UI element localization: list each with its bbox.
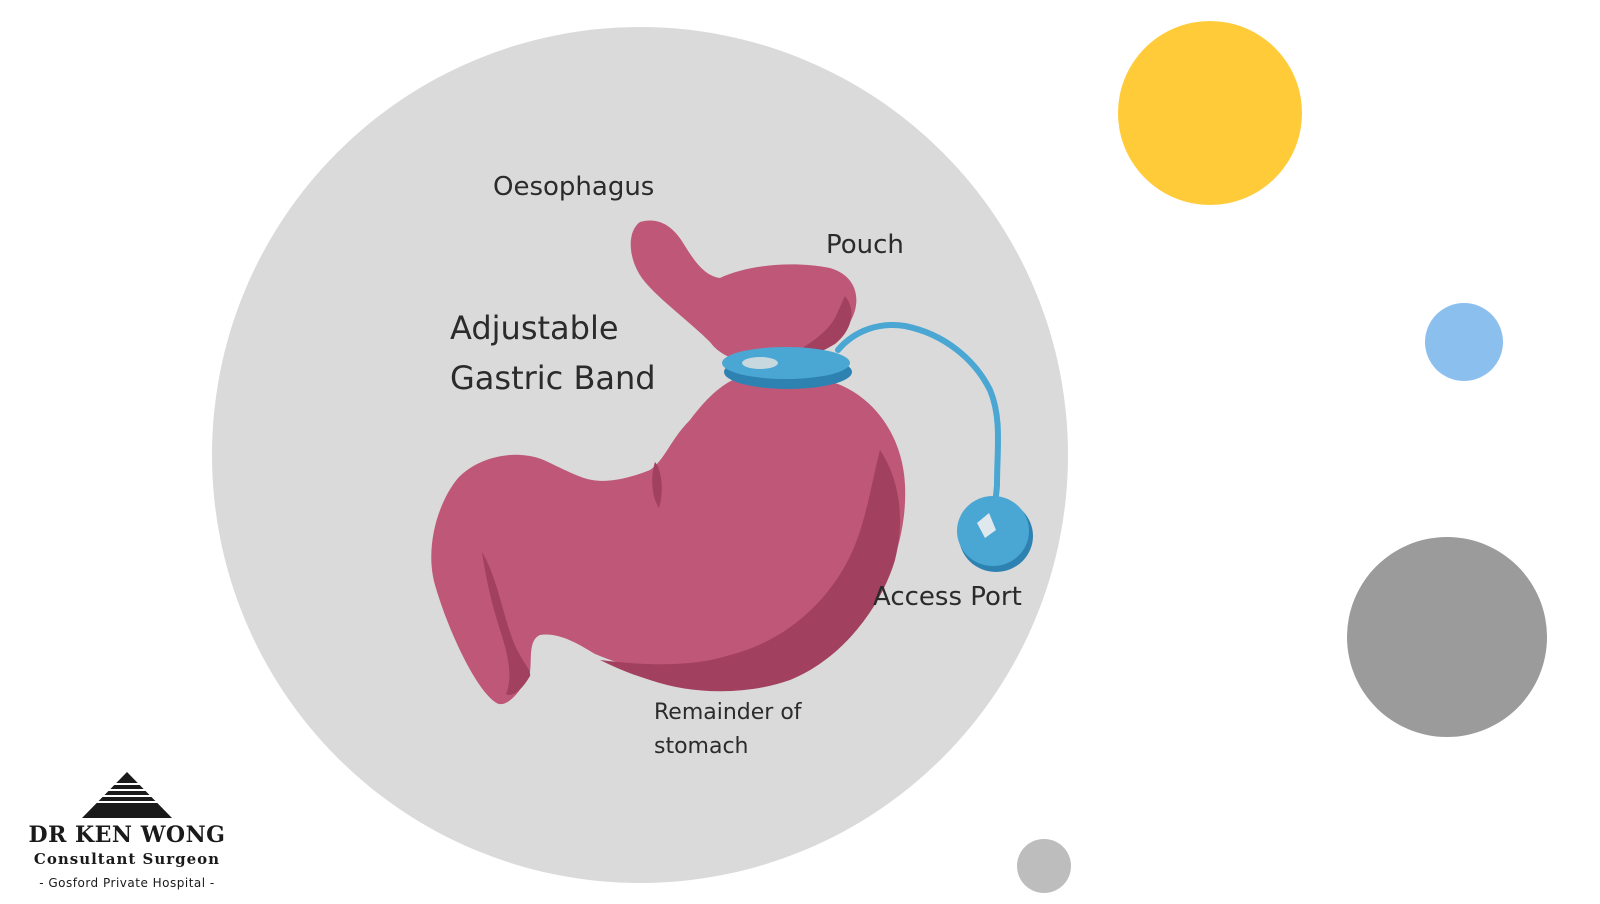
background-circle [212,27,1068,883]
gastric-band-ring [722,347,850,379]
access-port-septum [977,513,996,538]
stomach-fold [652,462,662,508]
connection-tube [835,322,1001,511]
decor-circle-yellow [1118,21,1302,205]
logo-hospital: - Gosford Private Hospital - [39,876,215,890]
remainder-label-line1: Remainder of [654,700,802,725]
gastric-band-assembly [722,322,1033,572]
pouch-label: Pouch [826,230,904,260]
gastric-band-label: Adjustable Gastric Band [450,303,656,403]
duodenum-shadow [482,552,531,696]
brand-logo: DR KEN WONG Consultant Surgeon - Gosford… [22,770,232,895]
remainder-label: Remainder of stomach [654,696,802,764]
logo-name: DR KEN WONG [28,822,226,848]
oesophagus-shape [630,220,857,363]
decor-circle-light-grey [1017,839,1071,893]
logo-role: Consultant Surgeon [33,850,221,868]
decor-circle-dark-grey [1347,537,1547,737]
stomach-shadow [600,450,900,692]
gastric-band-label-line1: Adjustable [450,309,619,347]
gastric-band-highlight [742,357,778,369]
gastric-band-label-line2: Gastric Band [450,359,656,397]
stomach-body [431,375,906,705]
pyramid-logo-icon [82,772,172,818]
decor-circle-blue [1425,303,1503,381]
stomach-illustration [431,220,906,705]
oesophagus-label: Oesophagus [493,172,655,202]
remainder-label-line2: stomach [654,734,749,759]
access-port-label: Access Port [873,582,1022,612]
